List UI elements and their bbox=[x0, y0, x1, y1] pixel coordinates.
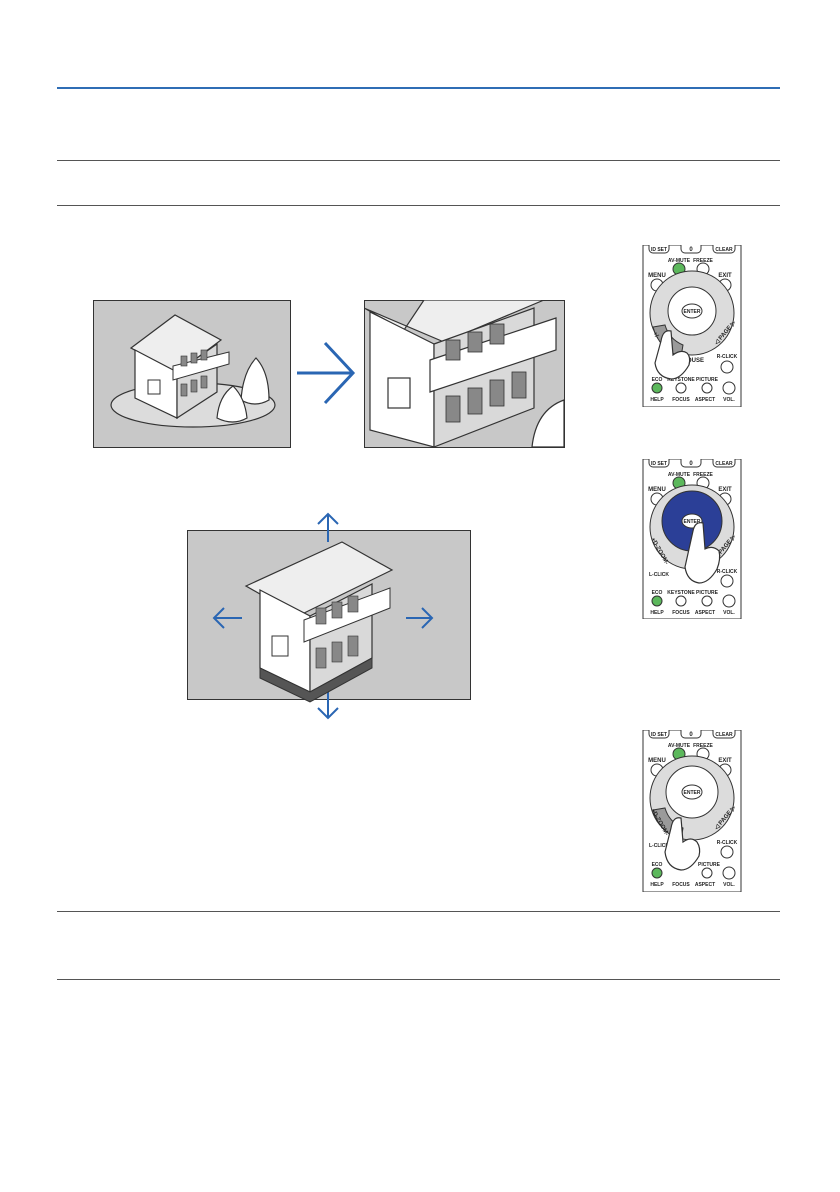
vol-plus-button[interactable] bbox=[722, 594, 736, 608]
remote-control-pan: ID SET 0 CLEAR AV-MUTE FREEZE MENU EXIT … bbox=[641, 459, 743, 619]
aspect-label: ASPECT bbox=[695, 397, 715, 403]
clear-label: CLEAR bbox=[715, 732, 733, 738]
zero-label: 0 bbox=[689, 732, 693, 738]
zoom-after-figure bbox=[364, 300, 565, 448]
l-click-label: L-CLICK bbox=[649, 572, 669, 578]
r-click-button[interactable] bbox=[720, 574, 734, 588]
exit-label: EXIT bbox=[718, 487, 732, 493]
freeze-label: FREEZE bbox=[693, 743, 713, 749]
enter-label: ENTER bbox=[684, 519, 701, 525]
focus-label: FOCUS bbox=[672, 882, 690, 888]
r-click-label: R-CLICK bbox=[717, 354, 738, 360]
picture-label: PICTURE bbox=[698, 862, 721, 868]
id-set-label: ID SET bbox=[651, 461, 667, 467]
picture-button[interactable] bbox=[701, 595, 713, 607]
section-rule-4 bbox=[57, 979, 780, 980]
freeze-label: FREEZE bbox=[693, 472, 713, 478]
section-rule-3 bbox=[57, 911, 780, 912]
focus-label: FOCUS bbox=[672, 610, 690, 616]
help-label: HELP bbox=[650, 882, 664, 888]
av-mute-label: AV-MUTE bbox=[668, 743, 691, 749]
vol-label: VOL. bbox=[723, 610, 735, 616]
r-click-label: R-CLICK bbox=[717, 840, 738, 846]
r-click-button[interactable] bbox=[720, 360, 734, 374]
clear-label: CLEAR bbox=[715, 247, 733, 253]
hand-pointer-icon bbox=[684, 522, 721, 584]
focus-label: FOCUS bbox=[672, 397, 690, 403]
eco-label: ECO bbox=[652, 590, 663, 596]
picture-label: PICTURE bbox=[696, 377, 719, 383]
section-rule-2 bbox=[57, 205, 780, 206]
zoom-arrow bbox=[297, 341, 356, 405]
top-rule bbox=[57, 87, 780, 89]
enter-label: ENTER bbox=[684, 309, 701, 315]
pan-screen-figure bbox=[187, 512, 471, 720]
eco-label: ECO bbox=[652, 377, 663, 383]
remote-control-zoom-out: ID SET 0 CLEAR AV-MUTE FREEZE MENU EXIT … bbox=[641, 730, 743, 892]
enter-label: ENTER bbox=[684, 790, 701, 796]
exit-label: EXIT bbox=[718, 273, 732, 279]
eco-button[interactable] bbox=[651, 382, 663, 394]
id-set-label: ID SET bbox=[651, 247, 667, 253]
zoom-before-figure bbox=[93, 300, 291, 448]
left-arc-label: +/- bbox=[651, 331, 660, 340]
eco-button[interactable] bbox=[651, 867, 663, 879]
enter-button[interactable] bbox=[681, 784, 703, 800]
help-label: HELP bbox=[650, 397, 664, 403]
menu-label: MENU bbox=[648, 758, 666, 764]
remote-control-zoom-in: ID SET 0 CLEAR AV-MUTE FREEZE MENU EXIT … bbox=[641, 245, 743, 407]
picture-label: PICTURE bbox=[696, 590, 719, 596]
help-label: HELP bbox=[650, 610, 664, 616]
vol-label: VOL. bbox=[723, 397, 735, 403]
av-mute-label: AV-MUTE bbox=[668, 258, 691, 264]
vol-plus-button[interactable] bbox=[722, 381, 736, 395]
keystone-button[interactable] bbox=[675, 382, 687, 394]
picture-button[interactable] bbox=[701, 867, 713, 879]
aspect-label: ASPECT bbox=[695, 882, 715, 888]
vol-plus-button[interactable] bbox=[722, 866, 736, 880]
mouse-label: MOUSE bbox=[682, 358, 704, 364]
zero-label: 0 bbox=[689, 247, 693, 253]
id-set-label: ID SET bbox=[651, 732, 667, 738]
picture-button[interactable] bbox=[701, 382, 713, 394]
keystone-label: KEYSTONE bbox=[667, 377, 695, 383]
menu-label: MENU bbox=[648, 487, 666, 493]
exit-label: EXIT bbox=[718, 758, 732, 764]
clear-label: CLEAR bbox=[715, 461, 733, 467]
r-click-button[interactable] bbox=[720, 845, 734, 859]
freeze-label: FREEZE bbox=[693, 258, 713, 264]
r-click-label: R-CLICK bbox=[717, 569, 738, 575]
vol-label: VOL. bbox=[723, 882, 735, 888]
hand-pointer-icon bbox=[664, 817, 701, 871]
enter-button[interactable] bbox=[681, 303, 703, 319]
keystone-button[interactable] bbox=[675, 595, 687, 607]
aspect-label: ASPECT bbox=[695, 610, 715, 616]
section-rule-1 bbox=[57, 160, 780, 161]
hand-pointer-icon bbox=[654, 330, 691, 380]
zero-label: 0 bbox=[689, 461, 693, 467]
l-click-label: L-CLICK bbox=[649, 843, 669, 849]
eco-label: ECO bbox=[652, 862, 663, 868]
av-mute-label: AV-MUTE bbox=[668, 472, 691, 478]
menu-label: MENU bbox=[648, 273, 666, 279]
keystone-label: KEYSTONE bbox=[667, 590, 695, 596]
eco-button[interactable] bbox=[651, 595, 663, 607]
